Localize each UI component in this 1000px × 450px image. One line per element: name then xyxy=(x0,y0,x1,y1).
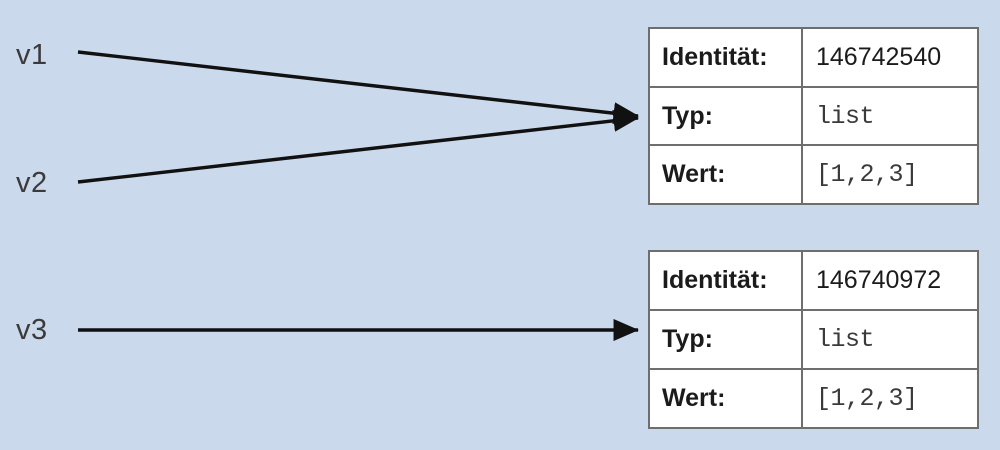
row-key-type: Typ: xyxy=(650,87,803,145)
row-value-type: list xyxy=(816,325,875,354)
row-value-type: list xyxy=(816,101,875,131)
object-table-0: Identität: 146742540 Typ: list Wert: [1,… xyxy=(648,27,979,205)
table-row: Wert: [1,2,3] xyxy=(650,370,977,427)
variable-label-v2: v2 xyxy=(16,167,48,199)
table-row: Identität: 146740972 xyxy=(650,252,977,311)
row-value-identity: 146740972 xyxy=(816,266,942,294)
row-value-identity: 146742540 xyxy=(816,42,942,71)
variable-label-v1: v1 xyxy=(16,39,48,71)
arrow-v2-to-object-0 xyxy=(77,109,640,184)
variable-label-v3: v3 xyxy=(16,314,48,346)
table-row: Wert: [1,2,3] xyxy=(650,146,977,204)
row-key-identity: Identität: xyxy=(650,29,803,86)
row-key-identity: Identität: xyxy=(650,252,803,309)
row-value-value: [1,2,3] xyxy=(816,384,918,413)
table-row: Identität: 146742540 xyxy=(650,29,977,88)
row-key-value: Wert: xyxy=(650,146,803,204)
table-row: Typ: list xyxy=(650,311,977,370)
row-key-type: Typ: xyxy=(650,311,803,368)
object-table-1: Identität: 146740972 Typ: list Wert: [1,… xyxy=(648,250,979,429)
row-key-value: Wert: xyxy=(650,370,803,427)
table-row: Typ: list xyxy=(650,87,977,147)
row-value-value: [1,2,3] xyxy=(816,160,918,190)
arrow-v1-to-object-0 xyxy=(77,50,640,125)
